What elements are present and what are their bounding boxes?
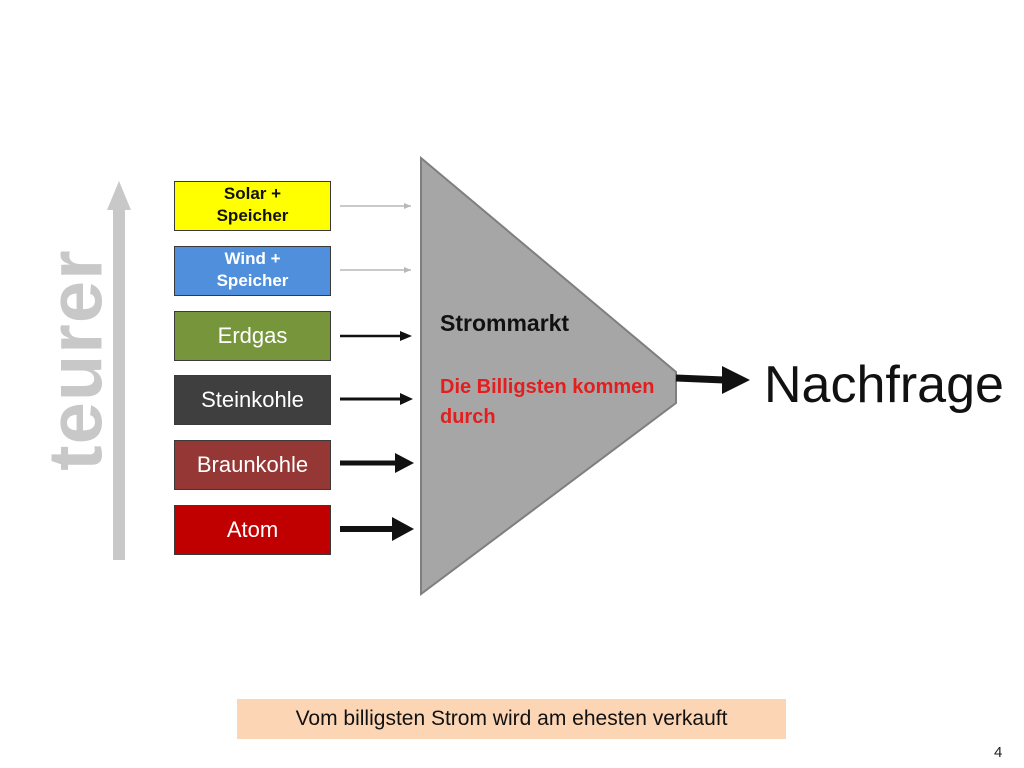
output-arrow xyxy=(675,366,750,394)
arrow-atom xyxy=(340,517,414,541)
cost-axis-arrow xyxy=(107,181,131,560)
demand-label: Nachfrage xyxy=(764,356,1004,414)
source-box-solar: Solar +Speicher xyxy=(174,181,331,231)
market-funnel xyxy=(420,155,677,596)
market-title: Strommarkt xyxy=(440,310,570,336)
arrow-steinkohle xyxy=(340,393,413,405)
source-box-wind: Wind +Speicher xyxy=(174,246,331,296)
footer-note: Vom billigsten Strom wird am ehesten ver… xyxy=(237,699,786,739)
source-box-steinkohle: Steinkohle xyxy=(174,375,331,425)
axis-label-teurer: teurer xyxy=(33,249,119,471)
source-box-braunkohle: Braunkohle xyxy=(174,440,331,490)
input-arrows xyxy=(340,203,414,541)
page-number: 4 xyxy=(994,744,1003,761)
source-box-erdgas: Erdgas xyxy=(174,311,331,361)
source-box-atom: Atom xyxy=(174,505,331,555)
market-subtitle: Die Billigsten kommen durch xyxy=(440,376,655,428)
arrow-braunkohle xyxy=(340,453,414,473)
arrow-erdgas xyxy=(340,331,412,341)
